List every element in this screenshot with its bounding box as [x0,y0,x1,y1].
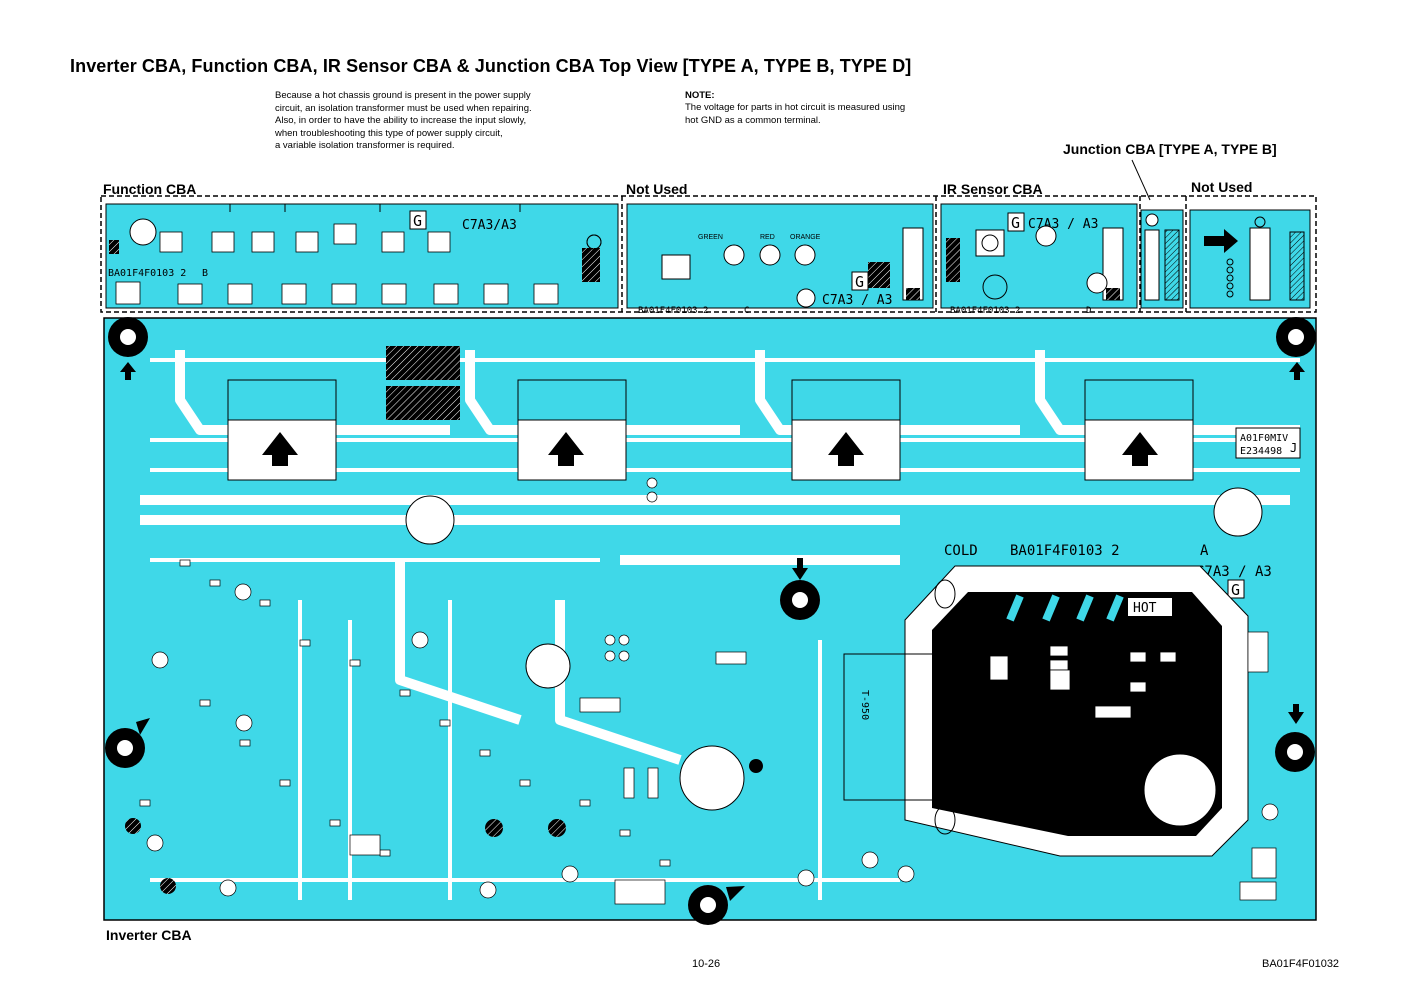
note-body: The voltage for parts in hot circuit is … [685,102,945,127]
board-part-number: BA01F4F0103 2 [950,306,1020,316]
warning-line: when troubleshooting this type of power … [275,127,503,139]
not-used-label: Not Used [1191,179,1253,195]
board-part-number: BA01F4F0103 2 [108,268,186,279]
led-orange-label: ORANGE [790,234,821,241]
board-code: C7A3 / A3 [1196,564,1272,580]
function-cba-board: G C7A3/A3 BA01F4F0103 2 B [105,203,619,309]
board-suffix: D [1086,306,1091,316]
hot-label: HOT [1133,601,1157,616]
grade-mark: G [1011,214,1020,232]
transformer-label: T-950 [859,690,870,720]
hot-chassis-warning: Because a hot chassis ground is present … [275,90,605,153]
note-line: The voltage for parts in hot circuit is … [685,102,906,113]
board-suffix: C [744,306,749,316]
board-part-number: BA01F4F0103 2 [638,306,708,316]
arrow-up-icon [1122,432,1158,466]
board-code: C7A3 / A3 [822,293,892,308]
not-used-board: GREEN RED ORANGE G C7A3 / A3 BA01F4F0103… [586,203,934,316]
inverter-transformer [517,379,627,481]
arrow-up-icon [828,432,864,466]
note-line: hot GND as a common terminal. [685,114,821,126]
arrow-right-icon [1204,229,1238,253]
function-cba-label: Function CBA [103,181,197,197]
mounting-hole [105,317,1316,925]
ul-j-mark: J [1290,441,1297,455]
hatched-ic [386,386,460,420]
arrow-up-icon [548,432,584,466]
ul-code: A01F0MIV [1240,433,1288,444]
board-code: C7A3/A3 [462,218,517,233]
arrow-down-left-icon [136,718,150,735]
board-part-number: BA01F4F0103 2 [1010,543,1120,559]
junction-cba-label: Junction CBA [TYPE A, TYPE B] [1063,141,1277,157]
grade-mark: G [1231,581,1240,599]
arrow-up-icon [120,362,136,380]
inverter-transformer [227,379,337,481]
capacitor [405,495,455,545]
led-green-label: GREEN [698,234,723,241]
ir-sensor-cba-label: IR Sensor CBA [943,181,1043,197]
page-title: Inverter CBA, Function CBA, IR Sensor CB… [70,56,912,76]
board-suffix: B [202,268,208,279]
board-suffix: A [1200,543,1209,559]
arrow-up-icon [262,432,298,466]
inverter-cba-label: Inverter CBA [106,927,192,943]
warning-line: Also, in order to have the ability to in… [275,115,527,127]
not-used-right-board [1189,209,1311,309]
junction-cba-board [1140,209,1184,309]
capacitor [525,643,571,689]
page-number: 10-26 [692,958,721,970]
grade-mark: G [413,212,422,230]
arrow-up-icon [1289,362,1305,380]
cold-label: COLD [944,543,978,559]
warning-line: a variable isolation transformer is requ… [275,140,455,152]
led-red-label: RED [760,234,775,241]
not-used-label: Not Used [626,181,688,197]
inverter-cba-board: A01F0MIV E234498 J COLD BA01F4F0103 2 A … [103,317,1317,925]
document-code: BA01F4F01032 [1262,958,1340,970]
ir-sensor-cba-board: G C7A3 / A3 BA01F4F0103 2 D [940,203,1138,316]
capacitor [1213,487,1263,537]
warning-line: Because a hot chassis ground is present … [275,90,531,101]
arrow-down-left-icon [726,886,745,901]
arrow-down-icon [792,558,808,580]
grade-mark: G [855,273,864,291]
note-heading: NOTE: [685,90,715,101]
hatched-ic [386,346,460,380]
arrow-down-icon [1288,704,1304,724]
ul-number: E234498 [1240,446,1282,457]
warning-line: circuit, an isolation transformer must b… [275,102,532,114]
inverter-transformer [791,379,901,481]
top-boards-dashed-outline [100,195,1317,313]
inverter-transformer [1084,379,1194,481]
capacitor [679,745,745,811]
